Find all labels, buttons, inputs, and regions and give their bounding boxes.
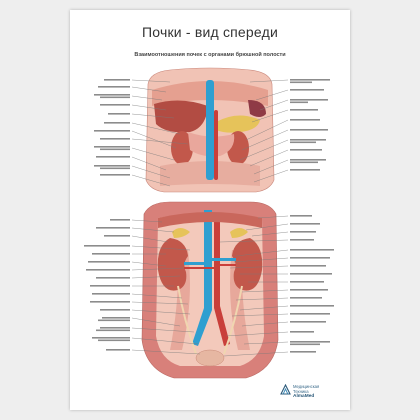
poster-title: Почки - вид спереди [142, 24, 278, 40]
liver [154, 100, 208, 133]
right-ureter [177, 285, 197, 355]
poster-subtitle: Взаимоотношения почек с органами брюшной… [134, 52, 286, 58]
upper-left-leaders [131, 79, 189, 187]
poster-sheet: Почки - вид спереди Взаимоотношения поче… [70, 10, 350, 410]
upper-illustration [145, 67, 275, 193]
upper-right-label-bars [290, 79, 330, 171]
pancreas [216, 115, 260, 133]
poster-artwork [84, 67, 334, 379]
upper-left-label-bars [94, 79, 130, 176]
diaphragm-lower [158, 212, 262, 228]
inferior-vena-cava [206, 80, 214, 180]
lower-illustration [141, 201, 279, 379]
lower-right-leaders [219, 215, 289, 357]
aorta-lower [214, 216, 230, 346]
left-renal-vein [212, 258, 236, 261]
urinary-bladder [195, 349, 225, 367]
publisher-brand: AlmaMed [293, 394, 315, 399]
inferior-vena-cava-lower [192, 210, 212, 346]
left-ureter [223, 285, 243, 355]
spleen [248, 100, 266, 117]
left-renal-artery [216, 264, 236, 266]
lower-left-leaders [131, 219, 201, 355]
lower-right-label-bars [290, 215, 334, 353]
upper-right-leaders [239, 79, 289, 183]
right-kidney-upper [171, 131, 193, 165]
almamed-logo-icon [280, 384, 291, 395]
publisher-line2: Техника [293, 389, 309, 394]
publisher-logo: Медицинская Техника AlmaMed [280, 382, 346, 404]
publisher-line1: Медицинская [293, 384, 320, 389]
right-adrenal-gland [172, 228, 190, 238]
abdominal-aorta [214, 110, 218, 180]
right-renal-vein [184, 262, 206, 265]
left-adrenal-gland [230, 228, 248, 238]
left-kidney [232, 238, 263, 291]
right-kidney [157, 238, 188, 291]
right-renal-artery [184, 267, 214, 269]
lower-left-label-bars [84, 219, 130, 351]
